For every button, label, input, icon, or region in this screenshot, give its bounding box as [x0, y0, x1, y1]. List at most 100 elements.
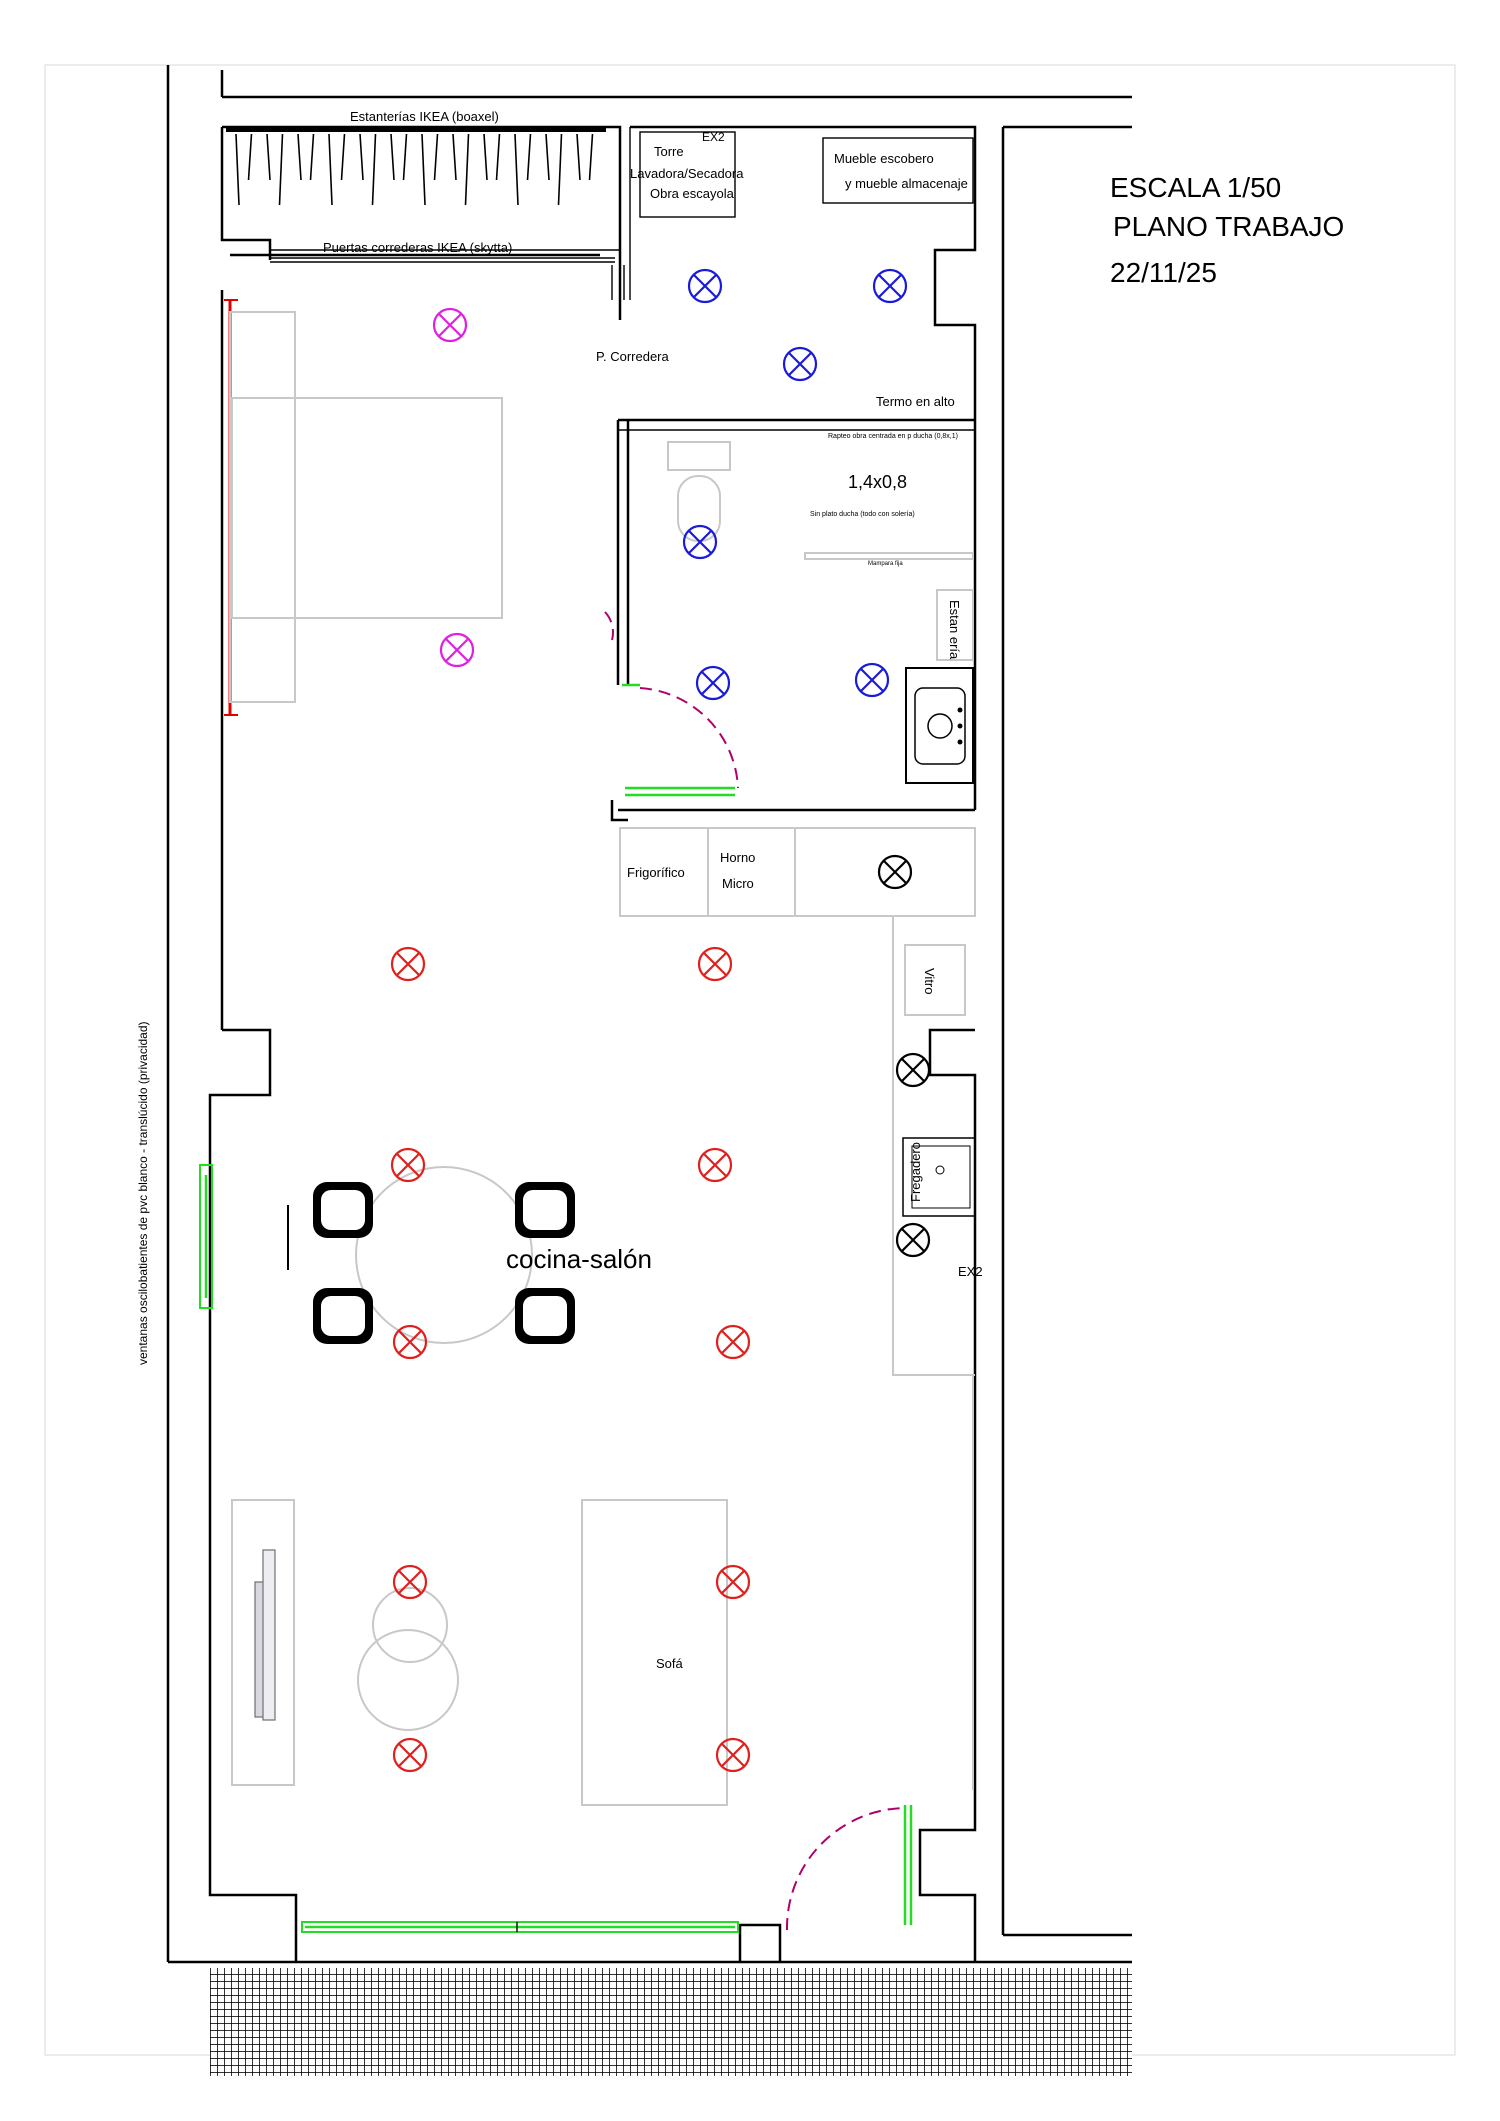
title-scale: ESCALA 1/50	[1110, 172, 1281, 203]
water-heater-label: Termo en alto	[876, 394, 955, 409]
shelf-mark	[266, 133, 271, 181]
light-point-icon	[687, 268, 723, 304]
tower-label-3: Obra escayola	[650, 186, 735, 201]
coffee-tables	[357, 1587, 459, 1731]
shelf-mark	[514, 133, 519, 206]
bath-shelf-label: Estan ería	[947, 600, 962, 660]
title-date: 22/11/25	[1110, 257, 1217, 288]
tower-label-2: Lavadora/Secadora	[630, 166, 744, 181]
bed	[229, 311, 503, 703]
exhaust-kitchen-label: EX2	[958, 1264, 983, 1279]
shower-screen	[804, 552, 974, 560]
shelf-mark	[421, 133, 426, 206]
title-plan-type: PLANO TRABAJO	[1113, 211, 1344, 242]
light-point-icon	[715, 1737, 751, 1773]
shower-tray-label: Sin plato ducha (todo con solería)	[810, 511, 915, 518]
shelf-mark	[359, 133, 364, 181]
shelf-mark	[390, 133, 395, 181]
walls	[166, 65, 1132, 1964]
hob-label: Vitro	[922, 968, 937, 995]
windows-note-label: ventanas oscilobatientes de pvc blanco -…	[136, 1021, 150, 1365]
shelving-label: Estanterías IKEA (boaxel)	[350, 109, 499, 124]
dining-chair	[313, 1182, 373, 1238]
shelf-mark	[452, 133, 457, 181]
shelf-mark	[235, 133, 240, 206]
shower-note-label: Rapteo obra centrada en p ducha (0,8x,1)	[828, 433, 958, 440]
cabinet-label-2: y mueble almacenaje	[845, 176, 968, 191]
light-point-icon	[392, 1737, 428, 1773]
laundry-tower	[639, 131, 736, 218]
light-point-icon	[854, 662, 890, 698]
light-point-icon	[432, 307, 468, 343]
sofa	[581, 1499, 728, 1806]
shower-size-label: 1,4x0,8	[848, 472, 907, 492]
light-point-icon	[877, 854, 913, 890]
shelf-mark	[576, 133, 581, 181]
sofa-label: Sofá	[656, 1656, 684, 1671]
light-points	[390, 268, 931, 1773]
shelf-mark	[328, 133, 333, 206]
windows	[199, 1164, 739, 1933]
shelf-mark	[588, 133, 594, 181]
bath-shelf	[936, 589, 974, 661]
light-point-icon	[895, 1052, 931, 1088]
shelf-mark	[340, 133, 346, 181]
shelf-mark	[402, 133, 408, 181]
washbasin	[905, 667, 974, 784]
sliding-doors-label: Puertas correderas IKEA (skytta)	[323, 240, 512, 255]
fridge-label: Frigorífico	[627, 865, 685, 880]
light-point-icon	[392, 1564, 428, 1600]
light-point-icon	[895, 1222, 931, 1258]
screen-label: Mampara fija	[868, 561, 903, 567]
dining-chair	[515, 1288, 575, 1344]
micro-label: Micro	[722, 876, 754, 891]
shelf-mark	[247, 133, 253, 181]
bathroom-door	[604, 611, 739, 797]
shelf-mark	[557, 133, 563, 206]
light-point-icon	[872, 268, 908, 304]
tv-unit	[231, 1499, 295, 1786]
tower-label-1: Torre	[654, 144, 684, 159]
shelf-mark	[278, 133, 284, 206]
dining-chair	[313, 1288, 373, 1344]
kitchen-counters	[619, 827, 976, 1790]
dining-chairs	[313, 1182, 575, 1344]
shelf-mark	[297, 133, 302, 181]
light-point-icon	[697, 1147, 733, 1183]
shelf-mark	[433, 133, 439, 181]
shelf-mark	[545, 133, 550, 181]
shelving-unit	[226, 128, 606, 132]
light-point-icon	[439, 632, 475, 668]
light-point-icon	[390, 1147, 426, 1183]
shelf-mark	[309, 133, 315, 181]
light-point-icon	[697, 946, 733, 982]
light-point-icon	[782, 346, 818, 382]
kitchen-sink	[902, 1137, 976, 1217]
shelving-marks	[235, 133, 594, 206]
wardrobe-sliding-doors	[270, 257, 615, 263]
light-point-icon	[392, 1324, 428, 1360]
shelf-mark	[526, 133, 532, 181]
plan-labels: ESCALA 1/50 PLANO TRABAJO 22/11/25 Estan…	[136, 109, 1344, 1671]
light-point-icon	[682, 524, 718, 560]
shelf-mark	[483, 133, 488, 181]
oven-label: Horno	[720, 850, 755, 865]
storage-cabinet	[822, 137, 974, 204]
light-point-icon	[715, 1564, 751, 1600]
entry-door	[785, 1805, 913, 1931]
shelf-mark	[495, 133, 501, 181]
dining-table	[287, 1166, 533, 1344]
light-point-icon	[695, 665, 731, 701]
shelf-mark	[371, 133, 377, 206]
sliding-door-label: P. Corredera	[596, 349, 670, 364]
room-name-label: cocina-salón	[506, 1244, 652, 1274]
light-point-icon	[715, 1324, 751, 1360]
exterior-hatch	[210, 1968, 1132, 2076]
shelf-mark	[464, 133, 470, 206]
sink-label: Fregadero	[908, 1142, 923, 1202]
light-point-icon	[390, 946, 426, 982]
exhaust-top-label: EX2	[702, 130, 725, 144]
cabinet-label-1: Mueble escobero	[834, 151, 934, 166]
dining-chair	[515, 1182, 575, 1238]
